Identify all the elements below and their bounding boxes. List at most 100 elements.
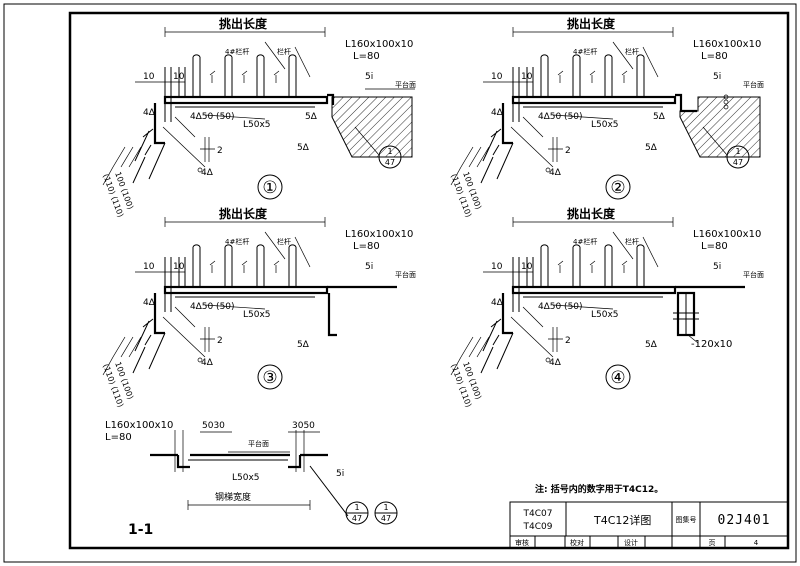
cantilever-length-label: 挑出长度 [567, 206, 616, 221]
atlas-label: 图集号 [676, 515, 697, 524]
section-dim-left: 5030 [202, 421, 225, 431]
detail-number: ④ [610, 368, 625, 388]
section-title: 1-1 [128, 522, 153, 538]
dim-2-label: 2 [565, 146, 571, 156]
weld-4-bottom-label: 4∆ [201, 358, 214, 368]
weld-5i-label: 5i [365, 72, 373, 82]
detail-4: 挑出长度 4#栏杆 栏杆 L160x100x10 L=80 5i 平台面 4∆5… [449, 206, 764, 409]
weld-5i-label: 5i [713, 262, 721, 272]
railing-label-b: 栏杆 [625, 47, 639, 56]
platform-surface-label: 平台面 [395, 270, 416, 279]
platform-surface-label: 平台面 [395, 80, 416, 89]
weld-5-lower-label: 5∆ [645, 143, 658, 153]
railing-label-a: 4#栏杆 [573, 237, 597, 246]
sheet-inner-border [68, 11, 790, 550]
dim-10-label: 10 [143, 72, 155, 82]
angle-large-label: L160x100x10 [693, 39, 761, 50]
bolt-spec-label: 4∆50 (50) [190, 302, 235, 312]
weld-4-left-label: 4∆ [491, 108, 504, 118]
dim-10b-label: 10 [173, 72, 185, 82]
weld-4-left-label: 4∆ [491, 298, 504, 308]
cantilever-length-label: 挑出长度 [219, 16, 268, 31]
section-angle-large-label: L160x100x10 [105, 420, 173, 431]
detail-2: 挑出长度 4#栏杆 栏杆 L160x100x10 L=80 5i 平台面 4∆5… [449, 16, 764, 219]
angle-large-label: L160x100x10 [693, 229, 761, 240]
check-label: 校对 [570, 538, 584, 547]
page-value: 4 [754, 539, 759, 547]
bolt-spec-label: 4∆50 (50) [538, 112, 583, 122]
dim-2-label: 2 [217, 336, 223, 346]
angle-large-label: L160x100x10 [345, 229, 413, 240]
railing-label-b: 栏杆 [277, 47, 291, 56]
section-platform-surface: 平台面 [248, 439, 269, 448]
bolt-spec-label: 4∆50 (50) [538, 302, 583, 312]
dim-2-label: 2 [565, 336, 571, 346]
section-angle-length-label: L=80 [105, 432, 132, 443]
weld-5-lower-label: 5∆ [645, 340, 658, 350]
weld-4-bottom-label: 4∆ [549, 358, 562, 368]
section-ref-b-top: 1 [383, 503, 388, 512]
angle-length-label: L=80 [353, 241, 380, 252]
angle-large-label: L160x100x10 [345, 39, 413, 50]
weld-4-bottom-label: 4∆ [549, 168, 562, 178]
section-ref-a-bottom: 47 [352, 514, 362, 523]
platform-surface-label: 平台面 [743, 80, 764, 89]
note-text: 注: 括号内的数字用于T4C12。 [535, 483, 663, 495]
detail-3: 挑出长度 4#栏杆 栏杆 L160x100x10 L=80 5i 平台面 4∆5… [101, 206, 416, 409]
section-1-1: L160x100x10 L=80 5030 3050 平台面 L50x5 5i … [105, 420, 398, 538]
weld-5-label: 5∆ [653, 112, 666, 122]
section-width-label: 钢梯宽度 [215, 491, 251, 503]
section-ref-b-bottom: 47 [381, 514, 391, 523]
weld-5-lower-label: 5∆ [297, 340, 310, 350]
dim-2-label: 2 [217, 146, 223, 156]
angle-length-label: L=80 [701, 241, 728, 252]
weld-4-bottom-label: 4∆ [201, 168, 214, 178]
dim-10b-label: 10 [521, 72, 533, 82]
angle-small-label: L50x5 [243, 310, 271, 320]
cantilever-length-label: 挑出长度 [219, 206, 268, 221]
title-block: T4C07 T4C09 T4C12详图 图集号 02J401 审核 校对 设计 … [509, 501, 789, 549]
weld-5i-label: 5i [365, 262, 373, 272]
plate-spec-label: -120x10 [691, 339, 732, 350]
detail-number: ② [610, 178, 625, 198]
dim-10-label: 10 [143, 262, 155, 272]
angle-length-label: L=80 [353, 51, 380, 62]
design-label: 设计 [624, 538, 638, 547]
ref-bottom: 47 [733, 158, 743, 167]
railing-label-b: 栏杆 [625, 237, 639, 246]
detail-number: ① [262, 178, 277, 198]
railing-label-b: 栏杆 [277, 237, 291, 246]
page-label: 页 [709, 539, 716, 547]
ref-top: 1 [387, 147, 392, 156]
title-code-1: T4C07 [523, 509, 553, 519]
ref-top: 1 [735, 147, 740, 156]
railing-label-a: 4#栏杆 [225, 47, 249, 56]
title-code-2: T4C09 [523, 522, 553, 532]
railing-label-a: 4#栏杆 [225, 237, 249, 246]
cantilever-length-label: 挑出长度 [567, 16, 616, 31]
sheet-outer-border [3, 3, 797, 563]
ref-bottom: 47 [385, 158, 395, 167]
weld-4-left-label: 4∆ [143, 108, 156, 118]
section-ref-a-top: 1 [354, 503, 359, 512]
review-label: 审核 [515, 538, 529, 547]
railing-label-a: 4#栏杆 [573, 47, 597, 56]
angle-length-label: L=80 [701, 51, 728, 62]
weld-4-left-label: 4∆ [143, 298, 156, 308]
weld-5-label: 5∆ [305, 112, 318, 122]
weld-5i-label: 5i [713, 72, 721, 82]
dim-10-label: 10 [491, 72, 503, 82]
dim-10b-label: 10 [521, 262, 533, 272]
section-dim-right: 3050 [292, 421, 315, 431]
angle-small-label: L50x5 [591, 310, 619, 320]
weld-5-lower-label: 5∆ [297, 143, 310, 153]
section-angle-small-label: L50x5 [232, 473, 260, 483]
detail-1: 挑出长度 4#栏杆 栏杆 L160x100x10 L=80 5i 平台面 4∆ 5… [101, 16, 416, 219]
detail-number: ③ [262, 368, 277, 388]
angle-small-label: L50x5 [243, 120, 271, 130]
atlas-number: 02J401 [718, 513, 771, 528]
section-weld-5i: 5i [336, 469, 344, 479]
drawing-name: T4C12详图 [593, 513, 651, 527]
angle-small-label: L50x5 [591, 120, 619, 130]
